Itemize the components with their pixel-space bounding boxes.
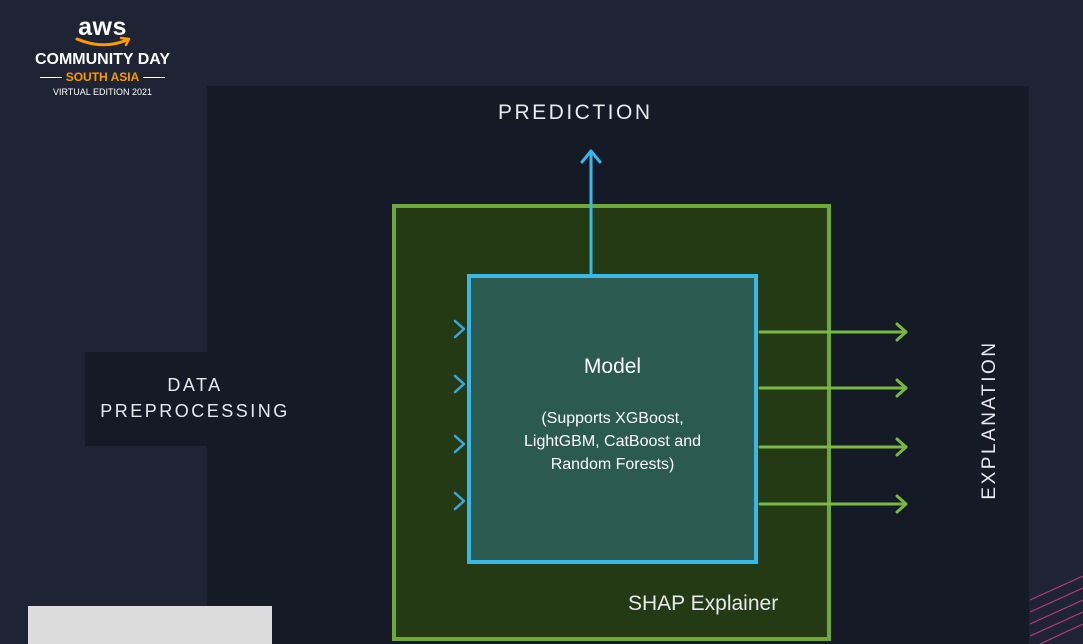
logo-region: SOUTH ASIA	[65, 70, 140, 84]
prediction-label: PREDICTION	[498, 101, 653, 124]
data-preprocessing-panel	[85, 352, 210, 446]
data-preprocessing-line1: DATA	[167, 375, 223, 395]
aws-community-day-logo: aws COMMUNITY DAY SOUTH ASIA VIRTUAL EDI…	[10, 14, 195, 98]
input-arrows	[208, 319, 466, 511]
model-description-line3: Random Forests)	[550, 456, 675, 473]
model-description-line1: (Supports XGBoost,	[541, 410, 684, 427]
model-title: Model	[583, 355, 642, 378]
logo-event-name: COMMUNITY DAY	[34, 51, 171, 68]
model-description-line2: LightGBM, CatBoost and	[524, 433, 701, 450]
aws-wordmark: aws	[78, 13, 127, 41]
data-preprocessing-label: DATA PREPROCESSING	[90, 372, 300, 424]
logo-divider	[39, 76, 62, 78]
logo-edition: VIRTUAL EDITION 2021	[52, 87, 153, 97]
shap-explainer-label: SHAP Explainer	[628, 592, 779, 615]
model-description: (Supports XGBoost, LightGBM, CatBoost an…	[469, 407, 756, 476]
input-arrow	[208, 319, 466, 339]
input-arrow	[303, 434, 466, 454]
presenter-video-thumbnail	[28, 606, 272, 644]
logo-divider	[143, 76, 166, 78]
input-arrow	[303, 374, 466, 394]
output-arrow	[758, 494, 908, 514]
explanation-label: EXPLANATION	[979, 340, 1000, 500]
aws-smile-icon	[75, 36, 130, 47]
model-box	[467, 274, 758, 564]
data-preprocessing-line2: PREPROCESSING	[100, 401, 290, 421]
prediction-arrow	[580, 149, 602, 275]
input-arrow	[208, 491, 466, 511]
logo-region-row: SOUTH ASIA	[10, 70, 195, 84]
output-arrows	[758, 322, 908, 514]
corner-decoration	[1029, 575, 1083, 644]
output-arrow	[758, 378, 908, 398]
output-arrow	[758, 437, 908, 457]
output-arrow	[758, 322, 908, 342]
